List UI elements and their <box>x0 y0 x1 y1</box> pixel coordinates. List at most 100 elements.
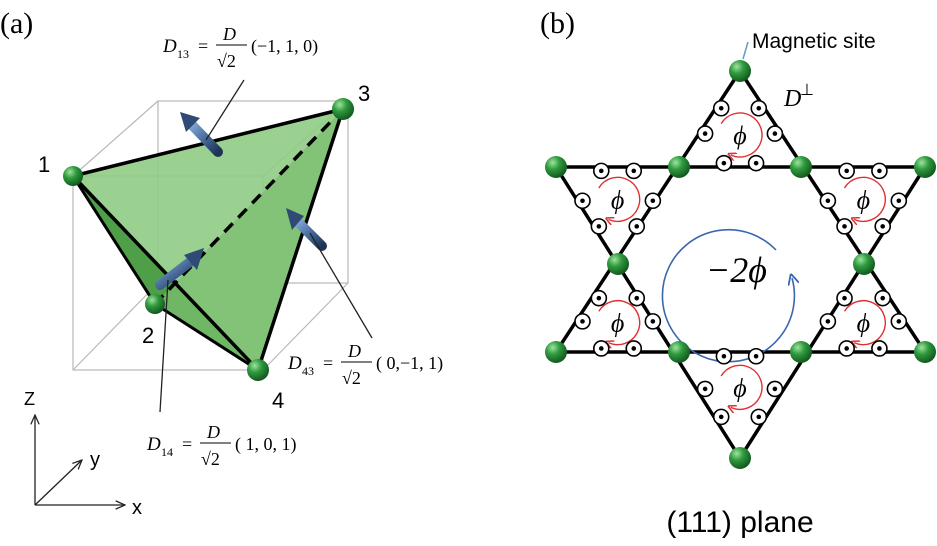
dperp-symbol <box>625 340 643 357</box>
dperp-symbol <box>750 408 768 426</box>
small-flux-loop <box>598 299 641 345</box>
dperp-symbol <box>592 340 610 357</box>
d43-vec: ( 0,−1, 1) <box>376 353 443 374</box>
dm-arrow-14 <box>155 248 204 290</box>
dperp-symbol <box>874 289 892 307</box>
dperp-symbol <box>574 192 591 210</box>
magnetic-site <box>545 341 567 363</box>
dperp-symbol <box>574 313 591 330</box>
leader-d43 <box>309 232 373 339</box>
dperp-symbol <box>715 347 733 365</box>
d13-symbol: D <box>162 36 177 57</box>
z-axis-label: Z <box>24 389 35 409</box>
magnetic-site <box>607 253 629 275</box>
site-1 <box>63 166 83 186</box>
tetra-edge-34 <box>256 108 345 371</box>
tetra-edge-23-dashed <box>153 107 345 306</box>
magnetic-site <box>914 156 936 178</box>
d43-den: √2 <box>342 368 361 388</box>
magnetic-site <box>668 341 690 363</box>
dperp-symbol <box>712 99 730 117</box>
dperp-symbol <box>715 154 733 172</box>
dperp-symbol <box>819 313 837 330</box>
d13-vec: (−1, 1, 0) <box>251 36 318 57</box>
d43-sub: 43 <box>302 364 314 378</box>
magnetic-site <box>790 156 812 178</box>
d14-num: D <box>206 422 220 442</box>
central-flux-label: −2ϕ <box>706 250 767 290</box>
dperp-symbol <box>747 154 765 172</box>
dperp-symbol <box>890 313 908 330</box>
panel-a-label: (a) <box>0 7 33 40</box>
kagome-star-edges <box>552 67 929 462</box>
d14-eq: = <box>182 434 192 454</box>
magnetic-site <box>545 156 567 178</box>
d14-vec: ( 1, 0, 1) <box>235 434 297 455</box>
phi-label: ϕ <box>733 121 746 150</box>
d14-symbol: D <box>146 434 161 455</box>
dperp-symbol <box>838 340 855 357</box>
d13-eq: = <box>198 36 208 56</box>
d14-den: √2 <box>201 449 220 469</box>
dperp-symbol <box>625 162 643 180</box>
phi-label: ϕ <box>611 185 624 214</box>
site-4 <box>247 359 269 381</box>
tetrahedron <box>71 107 345 372</box>
dperp-symbol: D <box>783 86 801 112</box>
d14-sub: 14 <box>161 445 173 459</box>
small-flux-loop <box>843 176 887 221</box>
tetra-edge-12 <box>71 175 157 305</box>
phi-label: ϕ <box>733 373 746 402</box>
leader-d13 <box>205 79 245 141</box>
dperp-symbol <box>890 192 908 210</box>
d43-symbol: D <box>287 353 302 374</box>
dperp-symbol <box>871 340 888 357</box>
dperp-symbol <box>838 162 855 180</box>
dperp-symbol <box>766 380 784 398</box>
d43-num: D <box>347 341 361 361</box>
d43-eq: = <box>323 353 333 373</box>
site-3 <box>332 98 354 120</box>
dperp-symbol <box>750 99 768 117</box>
magnetic-site <box>729 60 751 82</box>
central-flux-loop: −2ϕ <box>661 228 794 363</box>
coordinate-axes: Z y x <box>24 389 142 519</box>
dperp-symbol <box>836 289 853 307</box>
annotation-d13: D 13 = D √2 (−1, 1, 0) <box>162 24 318 71</box>
dperp-symbol <box>644 192 662 210</box>
x-axis-label: x <box>132 497 142 519</box>
d13-sub: 13 <box>177 47 189 61</box>
magnetic-site <box>790 341 812 363</box>
dm-arrow-13 <box>180 112 223 157</box>
dperp-symbol <box>696 380 714 398</box>
y-axis-label: y <box>90 449 100 471</box>
magnetic-site-label: Magnetic site <box>752 30 876 53</box>
magnetic-site <box>729 447 751 469</box>
d13-den: √2 <box>217 51 236 71</box>
panel-a: (a) <box>0 7 443 519</box>
dperp-symbol <box>590 289 608 307</box>
vertex-label-1: 1 <box>38 152 50 177</box>
plane-label: (111) plane <box>666 506 813 539</box>
magnetic-site <box>914 341 936 363</box>
dperp-symbol <box>874 218 892 235</box>
site-2 <box>145 294 165 314</box>
dperp-symbol <box>712 408 730 426</box>
phi-label: ϕ <box>611 309 624 338</box>
small-flux-loop <box>720 364 763 409</box>
tetra-edge-24 <box>154 302 259 372</box>
magnetic-site-leader <box>742 41 749 60</box>
tetra-face-bottom <box>155 109 343 370</box>
annotation-d43: D 43 = D √2 ( 0,−1, 1) <box>287 341 443 388</box>
tetra-edge-14 <box>71 174 260 372</box>
dperp-symbol <box>696 125 714 142</box>
vertex-label-3: 3 <box>358 81 370 106</box>
dperp-symbols <box>574 99 908 426</box>
dperp-symbol <box>592 162 610 180</box>
y-axis <box>34 460 82 506</box>
dperp-symbol <box>766 125 784 142</box>
annotation-d14: D 14 = D √2 ( 1, 0, 1) <box>146 422 297 469</box>
small-flux-loop <box>843 299 887 345</box>
